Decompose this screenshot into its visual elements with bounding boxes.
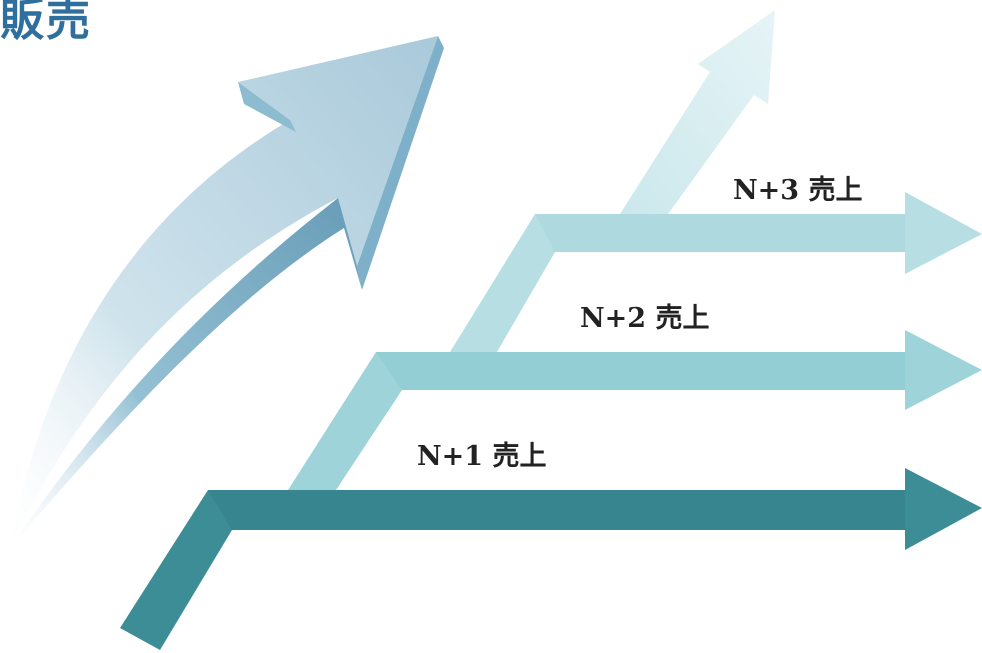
step-arrow-icon bbox=[288, 330, 982, 490]
page-title: 販売 bbox=[0, 0, 92, 46]
arrow-label-n2: N+2 売上 bbox=[580, 303, 710, 334]
step-arrow-icon bbox=[450, 192, 982, 352]
big-growth-arrow-icon bbox=[10, 36, 444, 548]
arrow-label-n3: N+3 売上 bbox=[733, 175, 863, 206]
top-diagonal-arrow-icon bbox=[620, 10, 775, 214]
arrow-label-n1: N+1 売上 bbox=[417, 441, 547, 472]
step-arrow-icon bbox=[120, 468, 982, 650]
